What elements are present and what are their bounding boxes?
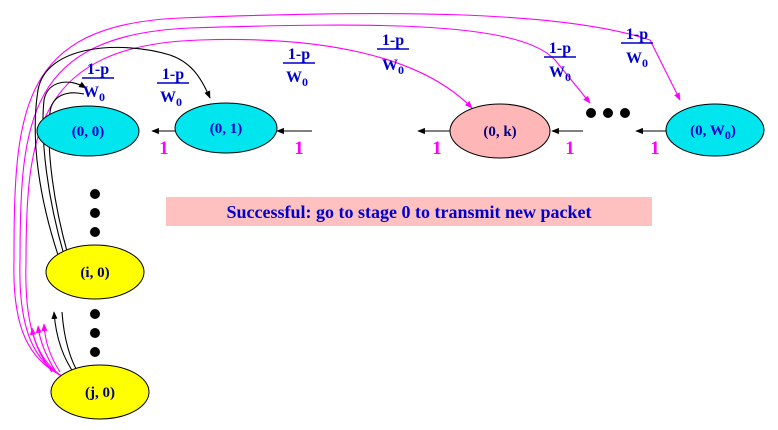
node-i-0: (i, 0) (45, 244, 145, 300)
prob-label-3: 1-p W0 (283, 46, 315, 89)
magenta-stub-arrows (29, 323, 61, 373)
svg-text:W0: W0 (160, 89, 182, 109)
step-label-3: 1 (432, 138, 442, 159)
prob-label-6: 1-p W0 (621, 26, 653, 70)
svg-text:1-p: 1-p (549, 40, 571, 57)
svg-text:W0: W0 (286, 69, 308, 89)
arc-i0-to-01 (34, 46, 211, 256)
svg-text:W0: W0 (549, 64, 571, 84)
node-0-k: (0, k) (449, 103, 551, 159)
svg-text:W0: W0 (626, 50, 648, 70)
svg-text:W0: W0 (382, 57, 404, 77)
success-banner: Successful: go to stage 0 to transmit ne… (166, 197, 652, 226)
step-label-4: 1 (565, 138, 575, 159)
svg-text:W0: W0 (83, 84, 105, 104)
prob-label-1: 1-p W0 (82, 61, 114, 104)
node-0-1: (0, 1) (174, 102, 278, 154)
prob-label-4: 1-p W0 (377, 32, 409, 77)
step-label-5: 1 (650, 138, 660, 159)
node-0-k-label: (0, k) (483, 124, 516, 140)
success-banner-text: Successful: go to stage 0 to transmit ne… (227, 202, 592, 222)
node-0-w0-close: ) (731, 123, 736, 139)
magenta-return-arcs (13, 12, 681, 381)
arc-i0-to-00-a (42, 81, 87, 256)
node-0-0: (0, 0) (36, 105, 140, 157)
node-0-1-label: (0, 1) (210, 121, 243, 137)
svg-text:1-p: 1-p (626, 26, 648, 43)
prob-label-5: 1-p W0 (544, 40, 576, 84)
node-0-w0-sub: 0 (725, 128, 731, 142)
node-j-0-label: (j, 0) (85, 385, 115, 401)
svg-text:1-p: 1-p (288, 46, 310, 63)
arc-j0-up-2 (61, 311, 81, 377)
node-i-0-label: (i, 0) (80, 265, 109, 281)
arc-from-j0-outer (13, 12, 681, 377)
svg-text:(0, W0): (0, W0) (690, 123, 736, 142)
node-0-w0: (0, W0) (665, 103, 765, 157)
node-0-w0-label: (0, W (690, 123, 725, 139)
ellipsis-dots (90, 108, 630, 357)
svg-text:1-p: 1-p (162, 66, 184, 83)
prob-labels: 1-p W0 1-p W0 1-p W0 1-p W0 1-p W0 1-p W… (82, 26, 653, 109)
node-0-0-label: (0, 0) (72, 124, 105, 140)
prob-label-2: 1-p W0 (157, 66, 189, 109)
step-label-2: 1 (294, 138, 304, 159)
svg-text:1-p: 1-p (382, 32, 404, 49)
step-labels: 1 1 1 1 1 (159, 138, 660, 159)
step-label-1: 1 (159, 138, 169, 159)
arc-from-j0-mid (19, 24, 591, 379)
node-j-0: (j, 0) (50, 364, 150, 420)
svg-text:1-p: 1-p (87, 61, 109, 78)
arc-from-j0-inner (25, 38, 473, 381)
